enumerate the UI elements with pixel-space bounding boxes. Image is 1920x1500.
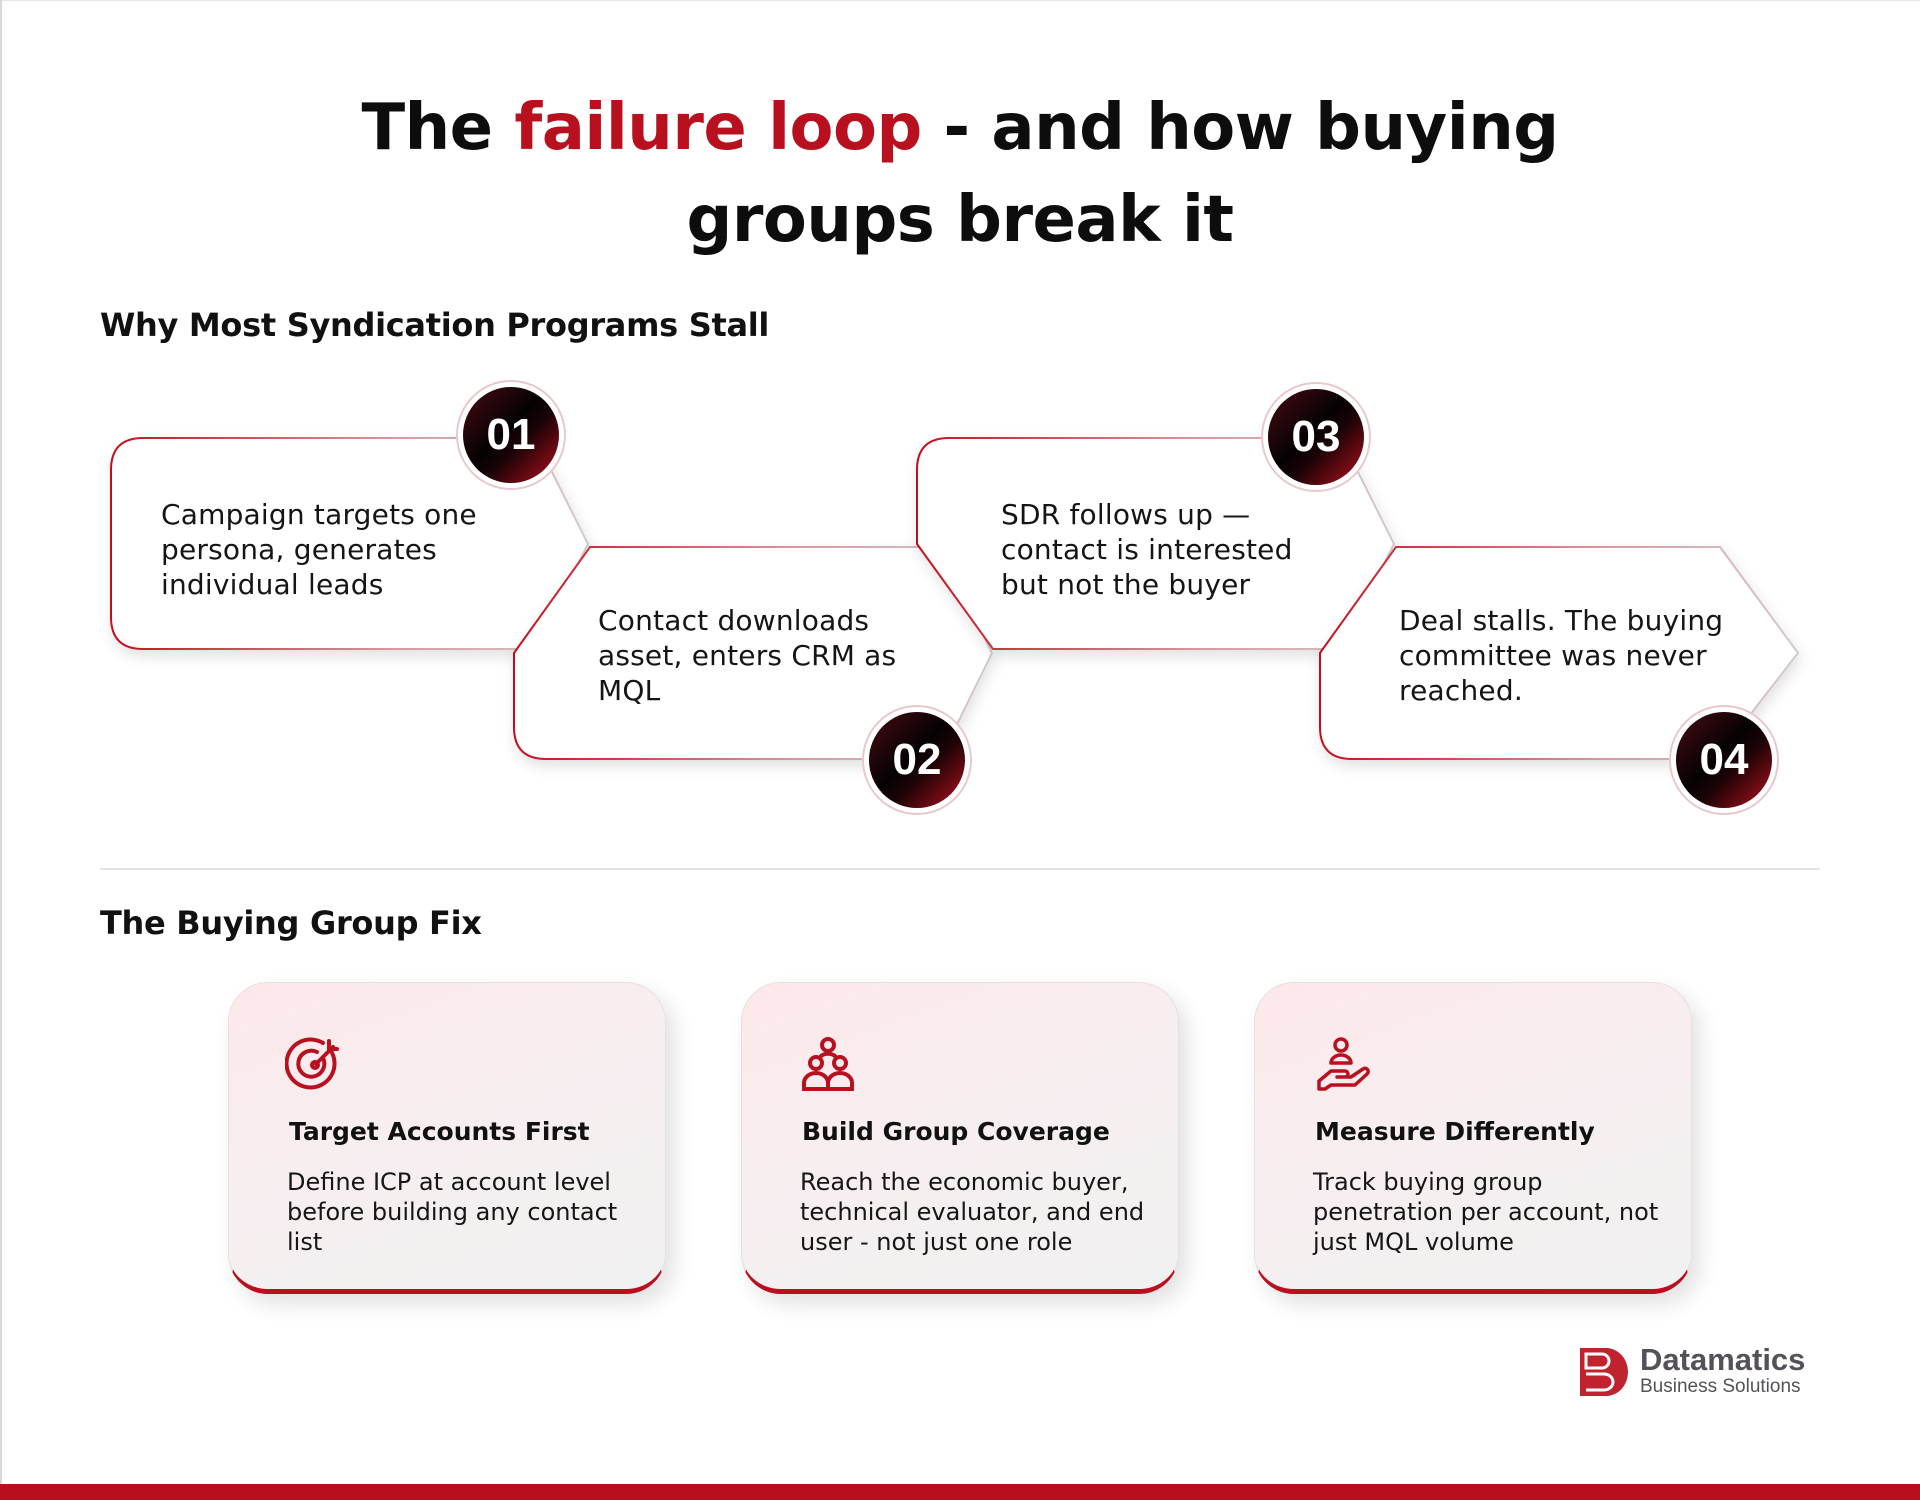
card-description: Define ICP at account level before build… (287, 1168, 618, 1256)
page-title: The failure loop - and how buying groups… (0, 82, 1920, 266)
title-accent: failure loop (514, 91, 922, 165)
card-title: Build Group Coverage (802, 1117, 1110, 1146)
step-1-text: Campaign targets one persona, generates … (161, 498, 477, 601)
fix-card-group-coverage: Build Group Coverage Reach the economic … (741, 982, 1179, 1294)
logo-subtitle: Business Solutions (1640, 1376, 1801, 1397)
step-4-badge: 04 (1676, 712, 1772, 808)
fix-card-measure-differently: Measure Differently Track buying group p… (1254, 982, 1692, 1294)
frame-top-border (0, 0, 1920, 1)
fix-section-heading: The Buying Group Fix (100, 904, 482, 942)
title-line-2: groups break it (686, 183, 1234, 257)
bottom-accent-bar (0, 1484, 1920, 1500)
datamatics-logo-icon (1580, 1348, 1628, 1396)
datamatics-logo: Datamatics Business Solutions (1580, 1342, 1820, 1398)
title-prefix: The (361, 91, 515, 165)
step-1-badge: 01 (463, 387, 559, 483)
card-title: Measure Differently (1315, 1117, 1595, 1146)
step-3-badge: 03 (1268, 389, 1364, 485)
step-2-text: Contact downloads asset, enters CRM as M… (598, 604, 897, 707)
hand-person-icon (1317, 1037, 1370, 1091)
failure-section-heading: Why Most Syndication Programs Stall (100, 306, 770, 344)
card-title: Target Accounts First (289, 1117, 590, 1146)
step-3-text: SDR follows up — contact is interested b… (1001, 498, 1293, 601)
card-description: Track buying group penetration per accou… (1313, 1168, 1659, 1256)
title-suffix: - and how buying (921, 91, 1560, 165)
step-2-badge: 02 (869, 712, 965, 808)
frame-left-border (0, 0, 2, 1484)
section-divider (100, 868, 1820, 870)
step-4-text: Deal stalls. The buying committee was ne… (1399, 604, 1724, 707)
title-line-1: The failure loop - and how buying (0, 82, 1920, 174)
logo-name: Datamatics (1640, 1342, 1806, 1377)
group-icon (802, 1037, 854, 1091)
card-description: Reach the economic buyer, technical eval… (800, 1168, 1145, 1256)
fix-card-target-accounts: Target Accounts First Define ICP at acco… (228, 982, 666, 1294)
target-icon (285, 1037, 339, 1090)
